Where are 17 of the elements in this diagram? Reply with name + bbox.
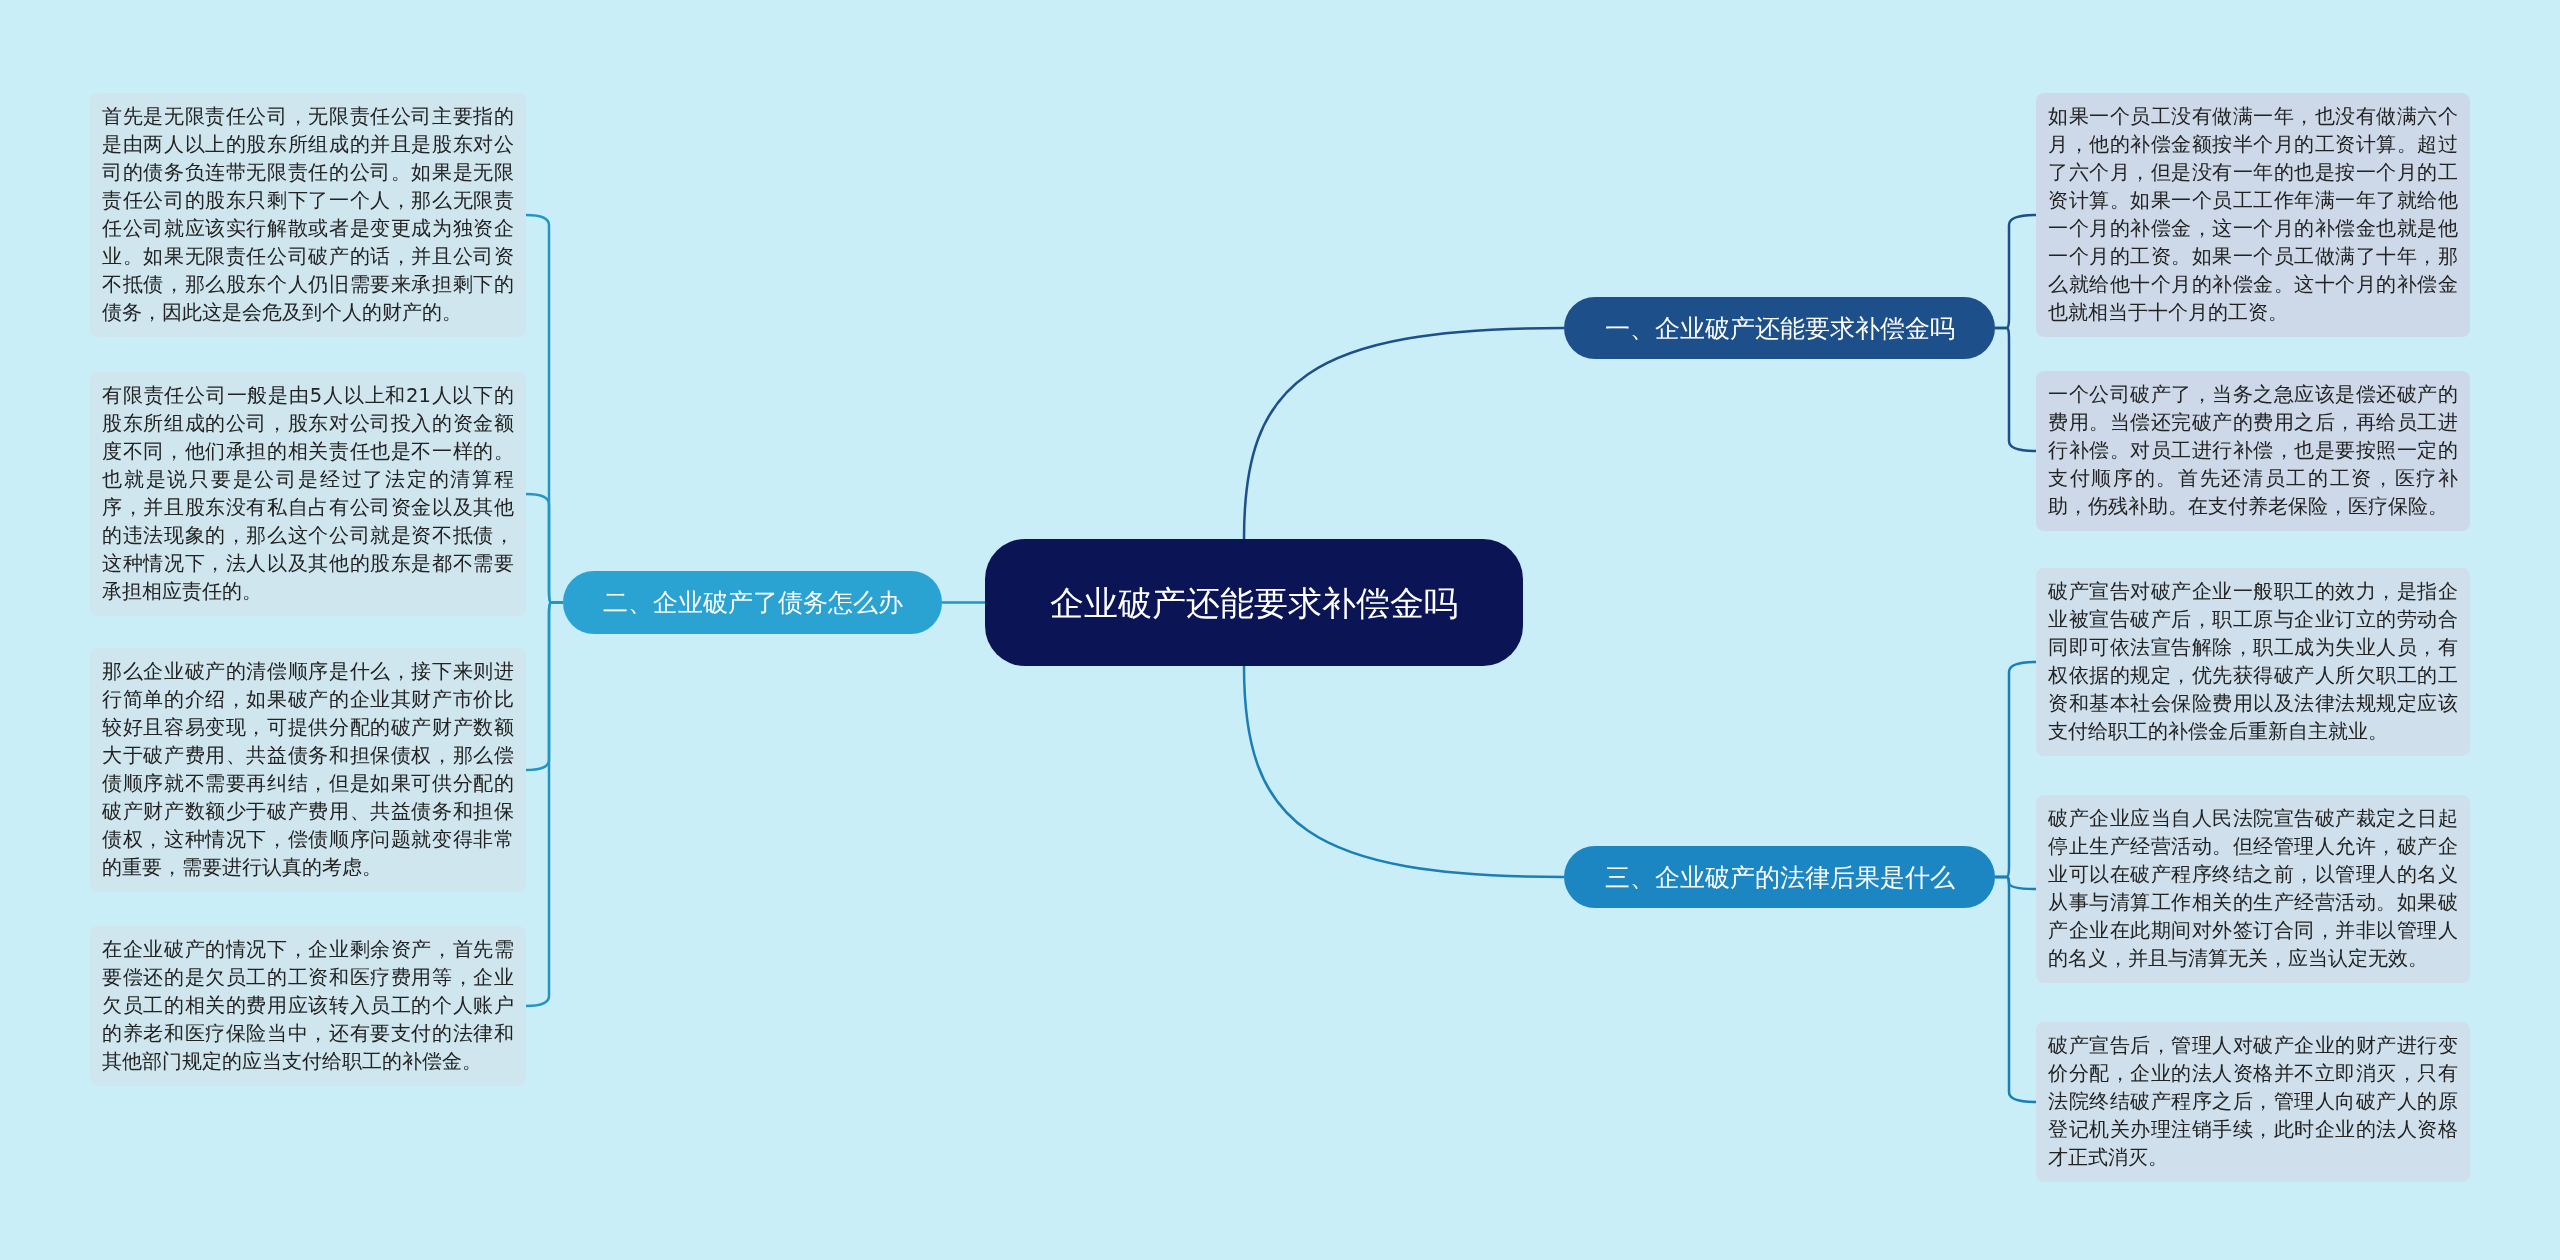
text-card: 首先是无限责任公司，无限责任公司主要指的是由两人以上的股东所组成的并且是股东对公司的债务负连带无限责任的公司。如果是无限责任公司的股东只剩下了一个人，那么无限责任公司就应该实行解散或者是变更成为独资企业。如果无限责任公司破产的话，并且公司资不抵债，那么股东个人仍旧需要来承担剩下的债务，因此这是会危及到个人的财产的。 (90, 93, 526, 337)
central-topic: 企业破产还能要求补偿金吗 (985, 539, 1523, 666)
text-card: 如果一个员工没有做满一年，也没有做满六个月，他的补偿金额按半个月的工资计算。超过了六个月，但是没有一年的也是按一个月的工资计算。如果一个员工工作年满一年了就给他一个月的补偿金，这一个月的补偿金也就是他一个月的工资。如果一个员工做满了十年，那么就给他十个月的补偿金。这十个月的补偿金也就相当于十个月的工资。 (2036, 93, 2470, 337)
connector-line (942, 601, 985, 604)
branch-topic: 一、企业破产还能要求补偿金吗 (1564, 297, 1995, 359)
connector-line (525, 601, 563, 1008)
text-card: 一个公司破产了，当务之急应该是偿还破产的费用。当偿还完破产的费用之后，再给员工进行补偿。对员工进行补偿，也是要按照一定的支付顺序的。首先还清员工的工资，医疗补助，伤残补助。在支付养老保险，医疗保险。 (2036, 371, 2470, 531)
text-card: 在企业破产的情况下，企业剩余资产，首先需要偿还的是欠员工的工资和医疗费用等，企业欠员工的相关的费用应该转入员工的个人账户的养老和医疗保险当中，还有要支付的法律和其他部门规定的应当支付给职工的补偿金。 (90, 926, 526, 1086)
branch-topic: 三、企业破产的法律后果是什么 (1564, 846, 1995, 908)
text-card: 有限责任公司一般是由5人以上和21人以下的股东所组成的公司，股东对公司投入的资金额度不同，他们承担的相关责任也是不一样的。也就是说只要是公司是经过了法定的清算程序，并且股东没有私自占有公司资金以及其他的违法现象的，那么这个公司就是资不抵债，这种情况下，法人以及其他的股东是都不需要承担相应责任的。 (90, 372, 526, 616)
text-card: 破产宣告对破产企业一般职工的效力，是指企业被宣告破产后，职工原与企业订立的劳动合同即可依法宣告解除，职工成为失业人员，有权依据的规定，优先获得破产人所欠职工的工资和基本社会保险费用以及法律法规规定应该支付给职工的补偿金后重新自主就业。 (2036, 568, 2470, 756)
connector-line (1242, 665, 1565, 879)
text-card: 破产企业应当自人民法院宣告破产裁定之日起停止生产经营活动。但经管理人允许，破产企业可以在破产程序终结之前，以管理人的名义从事与清算工作相关的生产经营活动。如果破产企业在此期间对外签订合同，并非以管理人的名义，并且与清算无关，应当认定无效。 (2036, 795, 2470, 983)
text-card: 那么企业破产的清偿顺序是什么，接下来则进行简单的介绍，如果破产的企业其财产市价比较好且容易变现，可提供分配的破产财产数额大于破产费用、共益债务和担保债权，那么偿债顺序就不需要再纠结，但是如果可供分配的破产财产数额少于破产费用、共益债务和担保债权，这种情况下，偿债顺序问题就变得非常的重要，需要进行认真的考虑。 (90, 648, 526, 892)
text-card: 破产宣告后，管理人对破产企业的财产进行变价分配，企业的法人资格并不立即消灭，只有法院终结破产程序之后，管理人向破产人的原登记机关办理注销手续，此时企业的法人资格才正式消灭。 (2036, 1022, 2470, 1182)
branch-topic: 二、企业破产了债务怎么办 (563, 571, 942, 634)
connector-line (1242, 326, 1565, 540)
